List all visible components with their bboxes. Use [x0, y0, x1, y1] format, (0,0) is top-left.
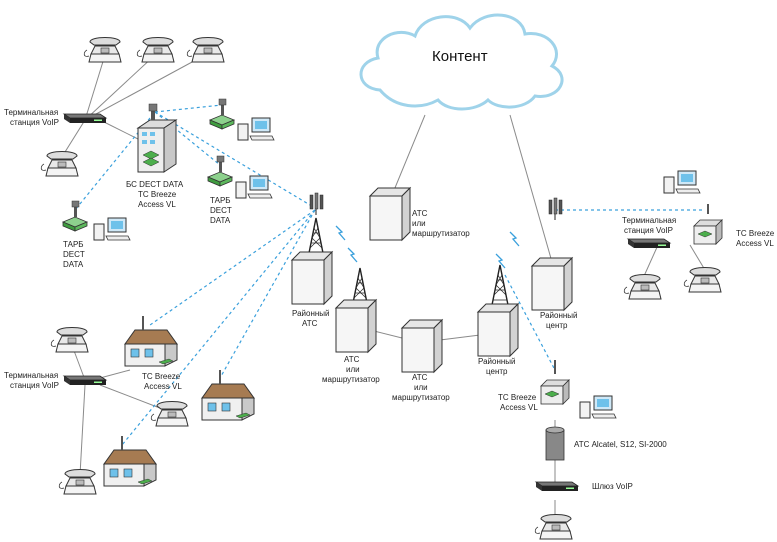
phone-icon — [150, 401, 189, 427]
tc-breeze-house-label-2: Access VL — [144, 382, 182, 391]
tarb-top-label-2: DECT — [210, 206, 232, 215]
voip-left-bottom-label-1: Терминальная — [4, 371, 58, 380]
phone-icon — [40, 151, 79, 177]
access-modem-icon — [207, 155, 233, 187]
house-icon — [103, 449, 157, 487]
bs-dect-label-2: TC Breeze — [138, 190, 177, 199]
phone-icon — [683, 267, 722, 293]
voip-station-icon — [63, 113, 107, 124]
ats-router-bottom-label-1: АТС — [412, 373, 428, 382]
computer-icon — [235, 175, 273, 199]
voip-station-label-1: Терминальная — [4, 108, 58, 117]
wireless-link-icon — [347, 247, 358, 263]
district-center-building — [477, 303, 519, 357]
voip-right-label-2: станция VoIP — [624, 226, 673, 235]
ats-router-top-label-1: АТС — [412, 209, 428, 218]
computer-icon — [579, 395, 617, 419]
cloud-label: Контент — [432, 48, 488, 65]
ats-router-mid-label-2: или — [346, 365, 360, 374]
district-center-right-label-1: Районный — [540, 311, 578, 320]
tc-breeze-house-label-1: TC Breeze — [142, 372, 181, 381]
ats-router-mid-label-1: АТС — [344, 355, 360, 364]
ats-router-building — [335, 299, 377, 353]
wireless-link-icon — [335, 225, 346, 241]
computer-icon — [93, 217, 131, 241]
tc-breeze-cabinet — [693, 219, 723, 245]
tc-breeze-right-label-2: Access VL — [736, 239, 774, 248]
ats-router-top-label-3: маршрутизатор — [412, 229, 470, 238]
ats-router-building — [401, 319, 443, 373]
ats-alcatel-server — [545, 426, 565, 461]
voip-gateway-icon — [535, 481, 579, 492]
phone-icon — [83, 37, 122, 63]
ats-router-bottom-label-2: или — [414, 383, 428, 392]
district-ats-label-1: Районный — [292, 309, 330, 318]
voip-right-label-1: Терминальная — [622, 216, 676, 225]
district-ats-label-2: АТС — [302, 319, 318, 328]
phone-icon — [623, 274, 662, 300]
tarb-top-label-1: ТАРБ — [210, 196, 231, 205]
voip-gateway-label: Шлюз VoIP — [592, 482, 633, 491]
voip-station-icon — [627, 238, 671, 249]
bs-dect-label-3: Access VL — [138, 200, 176, 209]
phone-icon — [186, 37, 225, 63]
phone-icon — [136, 37, 175, 63]
voip-station-label-2: станция VoIP — [10, 118, 59, 127]
district-center-mid-label-1: Районный — [478, 357, 516, 366]
antenna-icon — [309, 192, 324, 216]
district-center-mid-label-2: центр — [486, 367, 508, 376]
tarb-left-label-1: ТАРБ — [63, 240, 84, 249]
wireless-link-icon — [509, 231, 520, 247]
district-center-right-label-2: центр — [546, 321, 568, 330]
phone-icon — [58, 469, 97, 495]
phone-icon — [534, 514, 573, 540]
ats-alcatel-label: АТС Alcatel, S12, SI-2000 — [574, 440, 667, 449]
tarb-left-label-3: DATA — [63, 260, 84, 269]
ats-router-mid-label-3: маршрутизатор — [322, 375, 380, 384]
tarb-left-label-2: DECT — [63, 250, 85, 259]
computer-icon — [237, 117, 275, 141]
district-center-building — [531, 257, 573, 311]
content-cloud: Контент — [359, 13, 564, 111]
tower-icon — [491, 264, 509, 306]
access-modem-icon — [209, 98, 235, 130]
ats-router-bottom-label-3: маршрутизатор — [392, 393, 450, 402]
antenna-icon — [548, 197, 563, 221]
voip-left-bottom-label-2: станция VoIP — [10, 381, 59, 390]
tc-breeze-bottom-label-1: TC Breeze — [498, 393, 537, 402]
district-ats-building — [291, 251, 333, 305]
bs-dect-station — [136, 103, 178, 173]
bs-dect-label-1: БС DECT DATA — [126, 180, 184, 189]
tc-breeze-cabinet — [540, 379, 570, 405]
tarb-top-label-3: DATA — [210, 216, 231, 225]
phone-icon — [50, 327, 89, 353]
ats-router-top-label-2: или — [412, 219, 426, 228]
house-icon — [124, 329, 178, 367]
access-modem-icon — [62, 200, 88, 232]
tc-breeze-right-label-1: TC Breeze — [736, 229, 775, 238]
house-icon — [201, 383, 255, 421]
tc-breeze-bottom-label-2: Access VL — [500, 403, 538, 412]
computer-icon — [663, 170, 701, 194]
ats-router-building — [369, 187, 411, 241]
voip-station-icon — [63, 375, 107, 386]
